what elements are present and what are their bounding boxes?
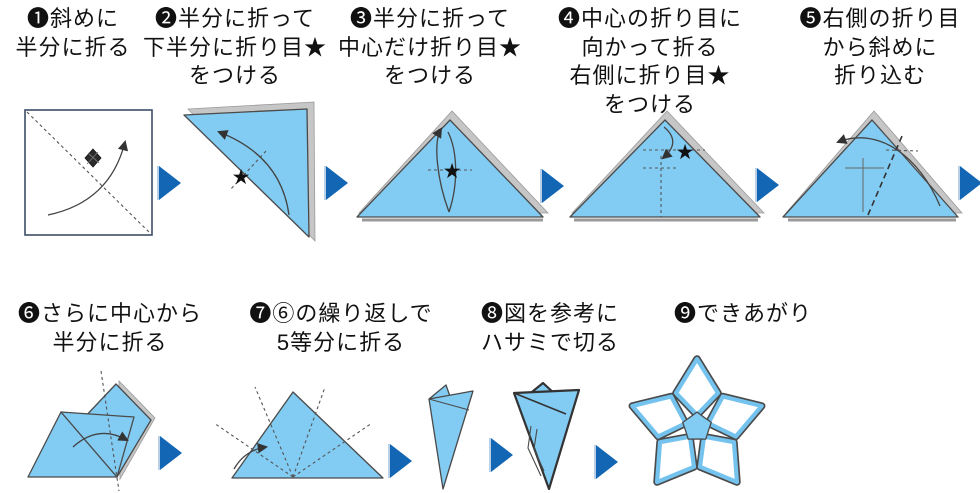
pocket-layer-line-2 bbox=[533, 428, 545, 472]
next-arrow-icon bbox=[755, 168, 779, 202]
flower-center bbox=[682, 411, 712, 440]
next-arrow-icon bbox=[958, 166, 980, 200]
paper-wedge bbox=[428, 390, 474, 490]
fold-axis-line bbox=[100, 370, 120, 492]
fan-crease-line-1 bbox=[213, 422, 294, 478]
fold-arrow bbox=[836, 134, 941, 207]
step-5-label: ❺右側の折り目 から斜めに 折り込む bbox=[799, 6, 961, 89]
step-7-diagram bbox=[213, 386, 384, 479]
step-9-label: ❾できあがり bbox=[673, 301, 812, 326]
fan-crease-line-3 bbox=[292, 386, 326, 478]
next-arrow-icon bbox=[540, 169, 564, 203]
step-1-diagram bbox=[24, 109, 153, 236]
step-7-label: ❼⑥の繰り返しで 5等分に折る bbox=[249, 301, 433, 355]
paper-triangle bbox=[356, 119, 544, 218]
step-4-diagram: ★ bbox=[569, 110, 765, 222]
paper-wedge bbox=[512, 388, 581, 491]
fold-arrow bbox=[72, 431, 129, 448]
fold-unfold-arrow bbox=[432, 127, 450, 213]
step-5-diagram bbox=[782, 110, 963, 222]
step-8-label: ❽図を参考に ハサミで切る bbox=[480, 301, 619, 355]
front-flap-edge bbox=[513, 392, 567, 415]
fold-unfold-arrow-return bbox=[447, 131, 457, 213]
flower-petals bbox=[628, 355, 766, 486]
pocket-layer-line-1 bbox=[527, 425, 542, 477]
paper-triangle bbox=[569, 119, 761, 218]
step-8-before-cut-diagram bbox=[428, 384, 474, 490]
crease-star: ★ bbox=[676, 141, 695, 164]
crease-tick-line bbox=[885, 149, 919, 152]
step-6-diagram bbox=[27, 370, 156, 492]
crease-mark-scribble bbox=[84, 148, 102, 168]
crease-star: ★ bbox=[232, 166, 251, 189]
next-arrow-icon bbox=[388, 444, 412, 478]
step-2-label: ❷半分に折って 下半分に折り目★ をつける bbox=[142, 6, 327, 89]
fold-arrow bbox=[661, 126, 674, 160]
next-arrow-icon bbox=[324, 166, 348, 200]
next-arrow-icon bbox=[157, 166, 181, 200]
step-3-label: ❸半分に折って 中心だけ折り目★ をつける bbox=[337, 6, 522, 89]
step-2-diagram: ★ bbox=[183, 101, 316, 243]
next-arrow-icon bbox=[158, 436, 182, 470]
step-3-diagram: ★ bbox=[356, 110, 549, 222]
next-arrow-icon bbox=[489, 438, 513, 472]
paper-triangle bbox=[183, 108, 310, 238]
fold-arrow bbox=[217, 130, 290, 216]
step-6-label: ❻さらに中心から 半分に折る bbox=[17, 301, 202, 355]
fan-crease-line-2 bbox=[254, 386, 294, 478]
step-4-label: ❹中心の折り目に 向かって折る 右側に折り目★ をつける bbox=[557, 6, 742, 117]
step-8-cut-guide-diagram bbox=[512, 381, 581, 491]
paper-front-flap bbox=[60, 411, 135, 478]
front-flap-edge bbox=[428, 398, 470, 411]
step-9-flower-diagram bbox=[628, 355, 766, 486]
step-1-label: ❶斜めに 半分に折る bbox=[15, 6, 131, 60]
fold-arrow bbox=[233, 443, 269, 470]
diagonal-crease-line bbox=[26, 111, 151, 234]
fan-crease-line-4 bbox=[292, 422, 373, 478]
next-arrow-icon bbox=[594, 445, 618, 479]
crease-star: ★ bbox=[443, 160, 462, 183]
fold-arrow bbox=[47, 139, 129, 216]
